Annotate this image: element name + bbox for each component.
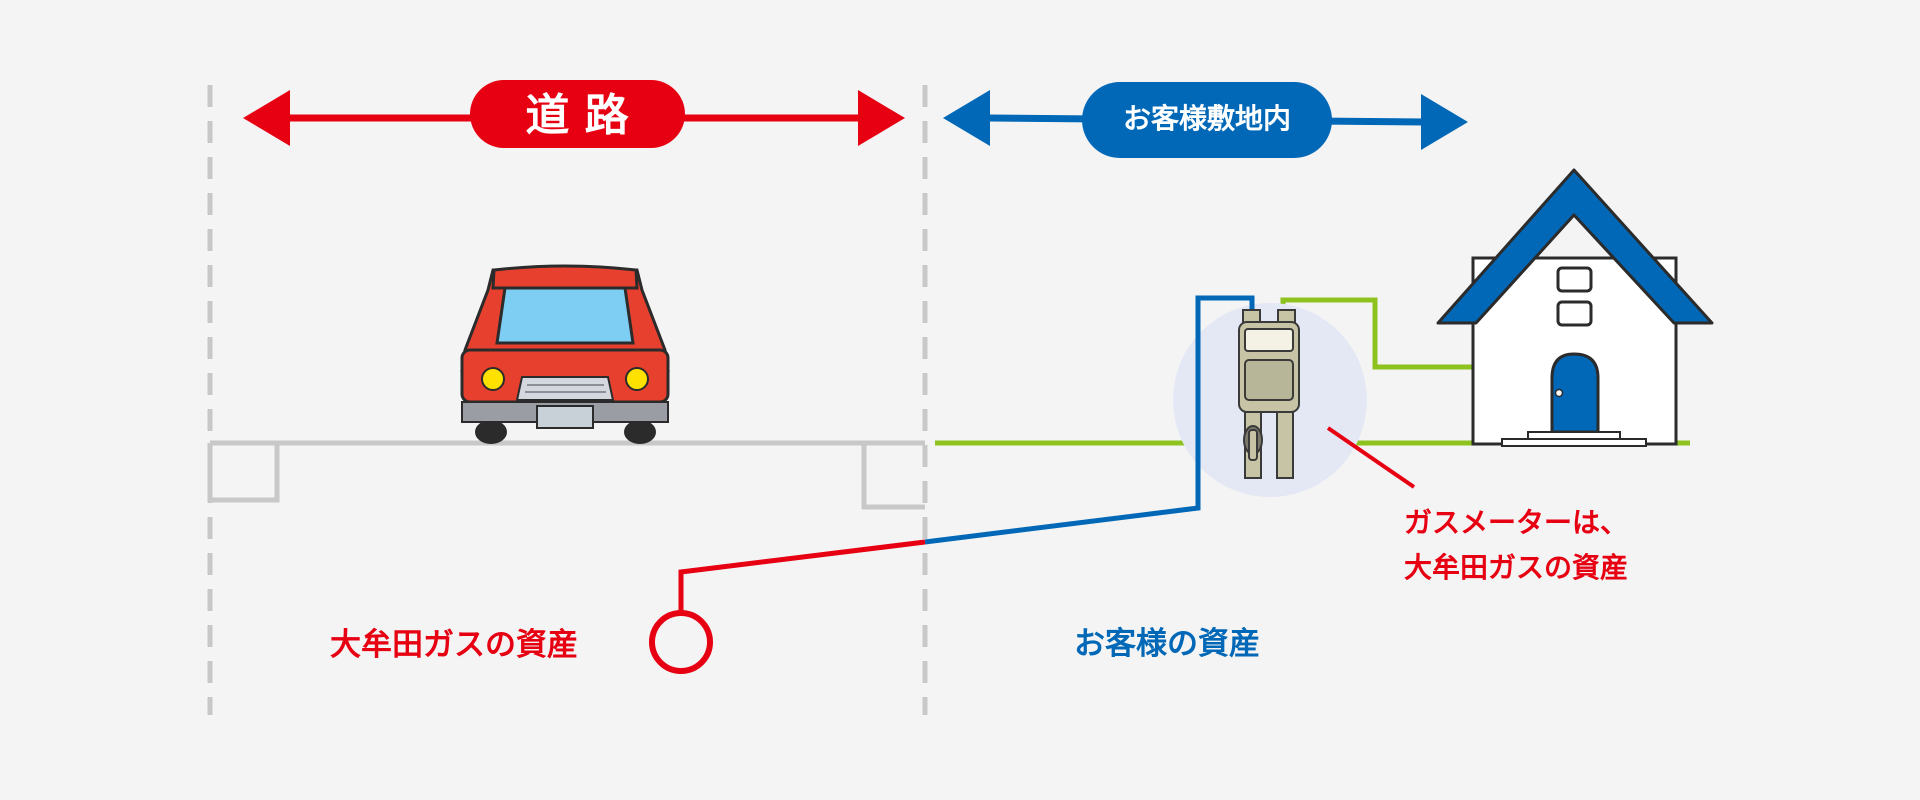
omuta-gas-pipe [678,539,926,610]
customer-premises-label-pill [1082,82,1332,158]
customer-asset-label: お客様の資産 [1074,626,1260,662]
customer-premises-arrow: お客様敷地内 [943,82,1468,158]
road-label: 道 路 [525,90,629,141]
road-arrow: 道 路 [243,80,905,148]
car-icon [460,264,670,444]
omuta-gas-asset-label: 大牟田ガスの資産 [330,627,578,663]
road-label-pill [470,80,685,148]
meter-callout-line [1326,426,1416,489]
customer-side-pipe [924,295,1255,545]
meter-note-line1: ガスメーターは、 [1404,506,1628,539]
customer-premises-label: お客様敷地内 [1123,102,1291,135]
house-icon [1436,168,1714,447]
meter-note-line2: 大牟田ガスの資産 [1404,551,1628,584]
road-surface [207,440,925,510]
gas-meter-icon [1238,309,1300,479]
omuta-gas-pipe-end [649,610,713,674]
